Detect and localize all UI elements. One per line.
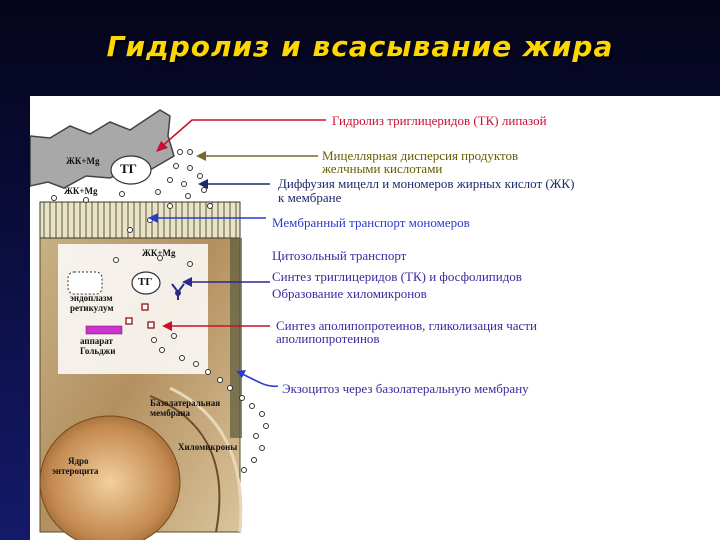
label-chylomicrons: Хиломикроны: [178, 442, 238, 452]
label-tg-2: ТГ: [138, 276, 153, 288]
diagram-panel: Гидролиз триглицеридов (ТК) липазой Мице…: [30, 96, 720, 540]
nucleus-shape: [39, 415, 181, 540]
slide-title: Гидролиз и всасывание жира: [106, 30, 614, 63]
label-golgi-1: аппарат: [80, 336, 113, 346]
golgi-box: [85, 325, 123, 335]
basolateral-curve: [149, 395, 221, 533]
label-golgi-2: Гольджи: [80, 346, 116, 356]
label-fa-mg-3: ЖК+Mg: [142, 248, 176, 258]
label-apoprotein-1: Синтез аполипопротеинов, гликолизация ча…: [276, 318, 537, 333]
particles: [51, 149, 269, 473]
diagram-canvas: [30, 109, 326, 540]
particle-square: [125, 317, 133, 325]
label-diffusion-2: к мембране: [278, 190, 342, 205]
label-basolateral-1: Базолатеральная: [150, 398, 221, 408]
cell-border-strip: [230, 238, 242, 438]
arrow-hydrolysis: [159, 119, 326, 149]
annotation-arrows: [148, 119, 326, 388]
label-er-1: эндоплазм: [70, 293, 113, 303]
label-exocytosis: Экзоцитоз через базолатеральную мембрану: [282, 381, 529, 396]
lumen-bolus: [30, 109, 175, 189]
label-er-2: ретикулум: [70, 303, 114, 313]
er-box: [67, 271, 103, 295]
tg-outer-circle: [110, 155, 152, 185]
label-synthesis-tg: Синтез триглицеридов (ТК) и фосфолипидов: [272, 269, 522, 284]
label-chylomicron-formation: Образование хиломикронов: [272, 286, 427, 301]
label-fa-mg-1: ЖК+Mg: [66, 156, 100, 166]
tg-inner-circle: [131, 271, 161, 295]
particle-square: [147, 321, 155, 329]
label-tg-1: ТГ: [120, 161, 137, 176]
brush-border: [39, 201, 241, 239]
label-basolateral-2: мембрана: [150, 408, 190, 418]
arrow-exocytosis: [241, 373, 279, 388]
label-hydrolysis: Гидролиз триглицеридов (ТК) липазой: [332, 113, 547, 128]
label-nucleus-1: Ядро: [68, 456, 89, 466]
label-membrane-transport: Мембранный транспорт мономеров: [272, 215, 470, 230]
particle-square: [141, 303, 149, 311]
cytoplasm-area: [58, 244, 208, 374]
label-apoprotein-2: аполипопротеинов: [276, 331, 380, 346]
label-micellar-1: Мицеллярная дисперсия продуктов: [322, 148, 519, 163]
label-nucleus-2: энтероцита: [52, 466, 99, 476]
label-diffusion-1: Диффузия мицелл и мономеров жирных кисло…: [278, 176, 575, 191]
label-fa-mg-2: ЖК+Mg: [64, 186, 98, 196]
label-cytosol-transport: Цитозольный транспорт: [272, 248, 407, 263]
label-micellar-2: желчными кислотами: [322, 161, 443, 176]
